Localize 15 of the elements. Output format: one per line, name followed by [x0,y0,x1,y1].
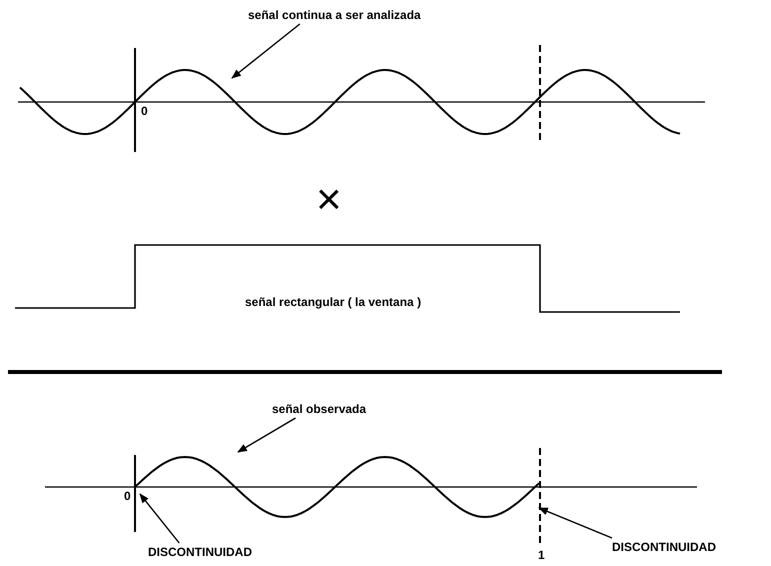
leader-arrow [139,493,180,544]
sine-wave-curve [19,69,680,135]
tick-label: 1 [538,548,545,562]
signal-label: señal rectangular ( la ventana ) [245,295,422,309]
axis-origin-label: 0 [124,489,131,503]
signal-label: DISCONTINUIDAD [148,545,252,559]
sine-wave-curve [134,456,540,518]
multiply-sign: × [316,178,342,222]
leader-arrow [231,23,300,79]
signal-label: señal observada [272,402,366,416]
leader-arrow [538,507,612,539]
signal-label: DISCONTINUIDAD [612,540,716,554]
signal-label: señal continua a ser analizada [248,8,421,22]
leader-arrow [237,417,296,453]
axis-origin-label: 0 [141,104,148,118]
